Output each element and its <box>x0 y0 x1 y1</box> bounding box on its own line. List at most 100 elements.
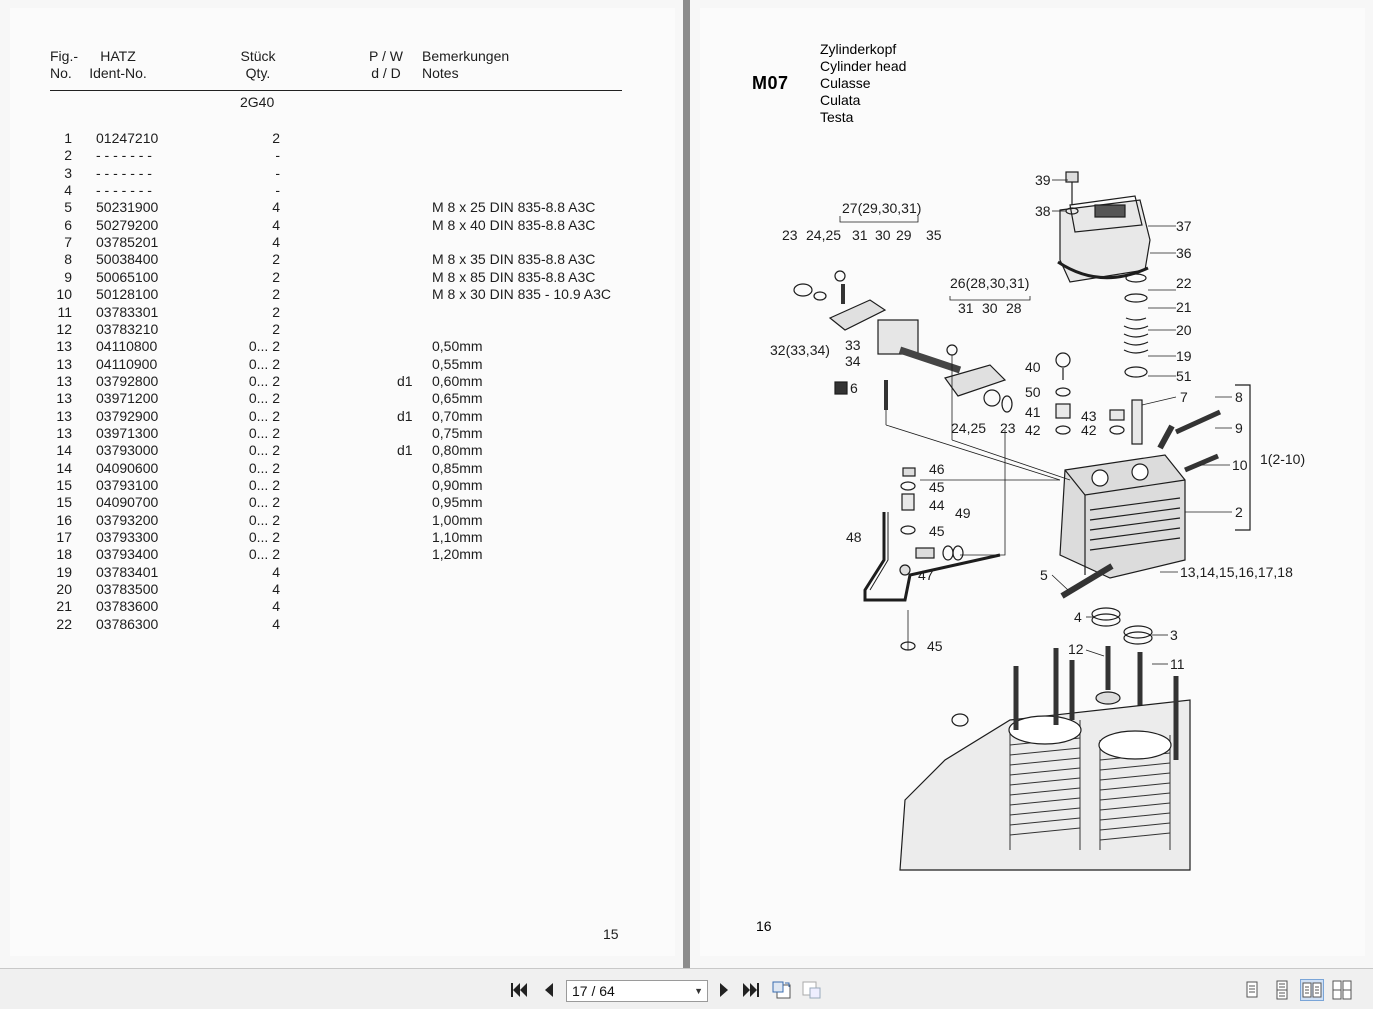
callout-label: 40 <box>1025 359 1041 375</box>
ident-no-cell: 03793000 <box>96 442 159 459</box>
previous-page-icon[interactable] <box>538 979 560 1001</box>
header-rule <box>50 90 622 91</box>
fig-no-cell: 13 <box>56 407 72 424</box>
notes-cell: M 8 x 40 DIN 835-8.8 A3C <box>432 216 596 233</box>
callout-label: 19 <box>1176 348 1192 364</box>
qty-cell: 0... 2 <box>248 494 280 511</box>
continuous-facing-view-icon[interactable] <box>1330 979 1354 1001</box>
qty-cell: - <box>275 147 280 164</box>
callout-label: 38 <box>1035 203 1051 219</box>
notes-cell: 0,70mm <box>432 407 483 424</box>
callout-label: 51 <box>1176 368 1192 384</box>
facing-pages-view-icon[interactable] <box>1300 979 1324 1001</box>
qty-cell: 0... 2 <box>248 338 280 355</box>
fig-no-cell: 13 <box>56 372 72 389</box>
continuous-view-icon[interactable] <box>1270 979 1294 1001</box>
qty-cell: 0... 2 <box>248 390 280 407</box>
go-forward-view-icon[interactable] <box>801 979 823 1001</box>
callout-label: 34 <box>845 353 861 369</box>
qty-cell: 2 <box>272 286 280 303</box>
last-page-icon[interactable] <box>740 979 762 1001</box>
callout-label: 23 <box>1000 420 1016 436</box>
title-de: Zylinderkopf <box>820 41 897 57</box>
callout-label: 26(28,30,31) <box>950 275 1029 291</box>
qty-cell: 2 <box>272 268 280 285</box>
callout-label: 48 <box>846 529 862 545</box>
ident-no-cell: 04090700 <box>96 494 159 511</box>
callout-label: 7 <box>1180 389 1188 405</box>
fig-no-cell: 13 <box>56 390 72 407</box>
callout-label: 2 <box>1235 504 1243 520</box>
qty-cell: 4 <box>272 199 280 216</box>
callout-label: 46 <box>929 461 945 477</box>
fig-no-cell: 22 <box>56 615 72 632</box>
title-fr: Culasse <box>820 75 871 91</box>
callout-label: 11 <box>1170 656 1185 672</box>
callout-label: 31 <box>852 227 868 243</box>
ident-no-cell: 03785201 <box>96 234 159 251</box>
callout-label: 29 <box>896 227 912 243</box>
page-number: 15 <box>603 926 619 942</box>
chevron-down-icon: ▼ <box>694 986 703 996</box>
callout-label: 41 <box>1025 404 1041 420</box>
ident-no-cell: 03793400 <box>96 546 159 563</box>
ident-no-cell: - - - - - - - <box>96 147 152 164</box>
ident-no-cell: 50038400 <box>96 251 159 268</box>
callout-label: 3 <box>1170 627 1178 643</box>
page-number-select[interactable]: 17 / 64▼ <box>566 980 708 1002</box>
go-back-view-icon[interactable] <box>771 979 793 1001</box>
callout-label: 33 <box>845 337 861 353</box>
fig-no-cell: 13 <box>56 424 72 441</box>
ident-no-cell: 03783401 <box>96 563 159 580</box>
fig-no-cell: 1 <box>64 130 72 146</box>
qty-cell: 0... 2 <box>248 407 280 424</box>
single-page-view-icon[interactable] <box>1240 979 1264 1001</box>
callout-label: 21 <box>1176 299 1192 315</box>
notes-cell: 0,60mm <box>432 372 483 389</box>
fig-no-cell: 18 <box>56 546 72 563</box>
fig-no-cell: 19 <box>56 563 72 580</box>
model-label: 2G40 <box>240 94 275 110</box>
notes-cell: M 8 x 30 DIN 835 - 10.9 A3C <box>432 286 611 303</box>
callout-label: 24,25 <box>806 227 841 243</box>
title-es: Culata <box>820 92 861 108</box>
callout-label: 35 <box>926 227 942 243</box>
notes-cell: 0,80mm <box>432 442 483 459</box>
callout-label: 12 <box>1068 641 1084 657</box>
title-it: Testa <box>820 109 854 125</box>
ident-no-cell: 04090600 <box>96 459 159 476</box>
header-fig: Fig.-No. <box>50 48 78 81</box>
notes-cell: 1,00mm <box>432 511 483 528</box>
next-page-icon[interactable] <box>713 979 735 1001</box>
qty-cell: 0... 2 <box>248 477 280 493</box>
callout-label: 9 <box>1235 420 1243 436</box>
first-page-icon[interactable] <box>508 979 530 1001</box>
qty-cell: 0... 2 <box>248 442 280 459</box>
qty-cell: 2 <box>272 130 280 146</box>
qty-cell: 4 <box>272 234 280 251</box>
qty-cell: 4 <box>272 581 280 598</box>
fig-no-cell: 3 <box>64 164 72 181</box>
fig-no-cell: 13 <box>56 338 72 355</box>
ident-no-cell: 03783500 <box>96 581 159 598</box>
callout-label: 13,14,15,16,17,18 <box>1180 564 1293 580</box>
viewer-toolbar: 17 / 64▼ <box>0 968 1373 1009</box>
callout-label: 10 <box>1232 457 1248 473</box>
